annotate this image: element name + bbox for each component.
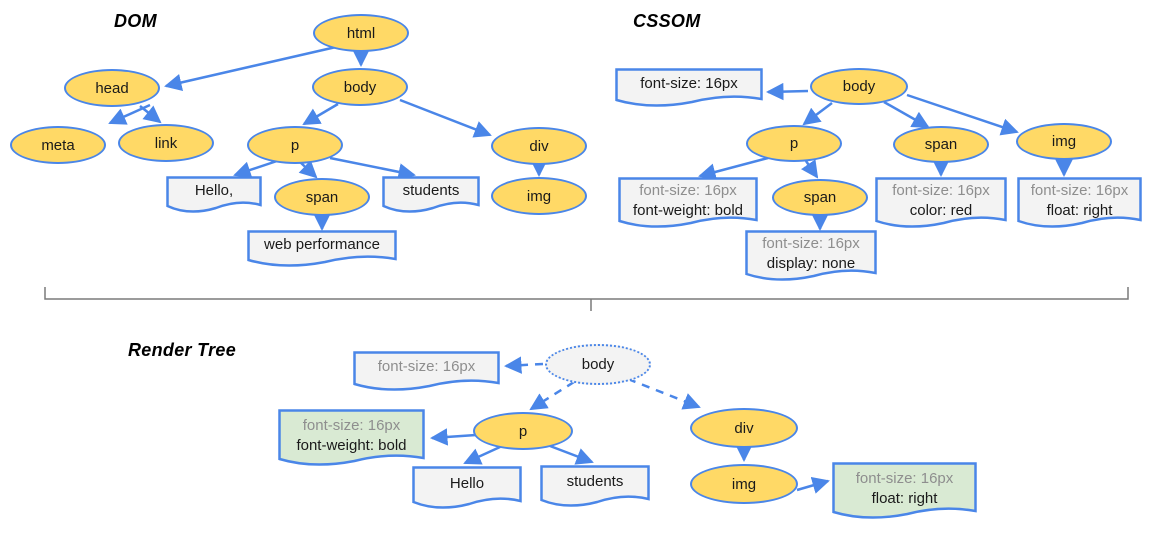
cssom-node-span: span bbox=[893, 126, 989, 163]
arrow-body-div bbox=[399, 98, 492, 138]
dom-node-img: img bbox=[491, 177, 587, 215]
dom-textnode-web-performance: web performance bbox=[247, 230, 397, 268]
dom-node-span: span bbox=[274, 178, 370, 216]
render-node-body: body bbox=[545, 344, 651, 385]
render-node-p: p bbox=[473, 412, 573, 450]
merge-bracket bbox=[44, 287, 1129, 311]
document-shape bbox=[875, 177, 1007, 228]
arrow-p-span bbox=[298, 160, 318, 179]
document-shape bbox=[166, 176, 262, 213]
document-shape bbox=[1017, 177, 1142, 228]
arrow-html-head bbox=[164, 45, 337, 92]
document-shape bbox=[832, 462, 977, 519]
dom-node-div: div bbox=[491, 127, 587, 165]
cssom-node-body: body bbox=[810, 68, 908, 105]
cssom-node-span-inner: span bbox=[772, 179, 868, 216]
render-rule-img: font-size: 16px float: right bbox=[832, 462, 977, 520]
document-shape bbox=[540, 465, 650, 507]
dom-textnode-students: students bbox=[382, 176, 480, 214]
arrow-cssom-body-p bbox=[802, 102, 833, 126]
arrow-render-p-hello bbox=[463, 445, 501, 465]
cssom-rule-img: font-size: 16px float: right bbox=[1017, 177, 1142, 229]
render-rule-body: font-size: 16px bbox=[353, 351, 500, 392]
arrow-render-p-rule bbox=[430, 428, 477, 446]
render-rule-p: font-size: 16px font-weight: bold bbox=[278, 409, 425, 467]
dom-title: DOM bbox=[114, 11, 157, 31]
render-tree-title: Render Tree bbox=[128, 340, 237, 360]
dom-node-link: link bbox=[118, 124, 214, 162]
document-shape bbox=[382, 176, 480, 213]
cssom-node-img: img bbox=[1016, 123, 1112, 160]
arrow-render-p-students bbox=[549, 444, 594, 465]
render-textnode-students: students bbox=[540, 465, 650, 508]
arrow-render-body-div bbox=[627, 377, 701, 410]
cssom-rule-span: font-size: 16px color: red bbox=[875, 177, 1007, 229]
dom-textnode-hello: Hello, bbox=[166, 176, 262, 214]
arrow-p-hello bbox=[233, 159, 278, 179]
document-shape bbox=[618, 177, 758, 228]
dom-node-body: body bbox=[312, 68, 408, 106]
cssom-rule-span-inner: font-size: 16px display: none bbox=[745, 230, 877, 282]
render-textnode-hello: Hello bbox=[412, 466, 522, 510]
arrow-render-body-p bbox=[529, 380, 575, 411]
dom-node-html: html bbox=[313, 14, 409, 52]
arrow-p-students bbox=[329, 156, 416, 181]
render-node-img: img bbox=[690, 464, 798, 504]
arrow-cssom-p-span bbox=[801, 159, 819, 179]
document-shape bbox=[247, 230, 397, 267]
cssom-node-p: p bbox=[746, 125, 842, 162]
document-shape bbox=[745, 230, 877, 281]
cssom-rule-p: font-size: 16px font-weight: bold bbox=[618, 177, 758, 229]
arrow-head-link bbox=[139, 105, 162, 124]
dom-node-p: p bbox=[247, 126, 343, 164]
dom-node-head: head bbox=[64, 69, 160, 107]
arrow-cssom-p-rule bbox=[698, 156, 769, 181]
arrow-body-p bbox=[302, 102, 339, 126]
cssom-title: CSSOM bbox=[633, 11, 701, 31]
arrow-cssom-body-span bbox=[883, 100, 930, 129]
cssom-rule-body: font-size: 16px bbox=[615, 68, 763, 108]
arrow-render-img-rule bbox=[796, 476, 830, 494]
render-node-div: div bbox=[690, 408, 798, 448]
arrow-cssom-body-img bbox=[906, 93, 1019, 136]
document-shape bbox=[615, 68, 763, 107]
document-shape bbox=[353, 351, 500, 391]
document-shape bbox=[412, 466, 522, 509]
arrow-cssom-body-rule bbox=[766, 82, 809, 101]
dom-node-meta: meta bbox=[10, 126, 106, 164]
arrow-render-body-rule bbox=[504, 356, 544, 374]
document-shape bbox=[278, 409, 425, 466]
